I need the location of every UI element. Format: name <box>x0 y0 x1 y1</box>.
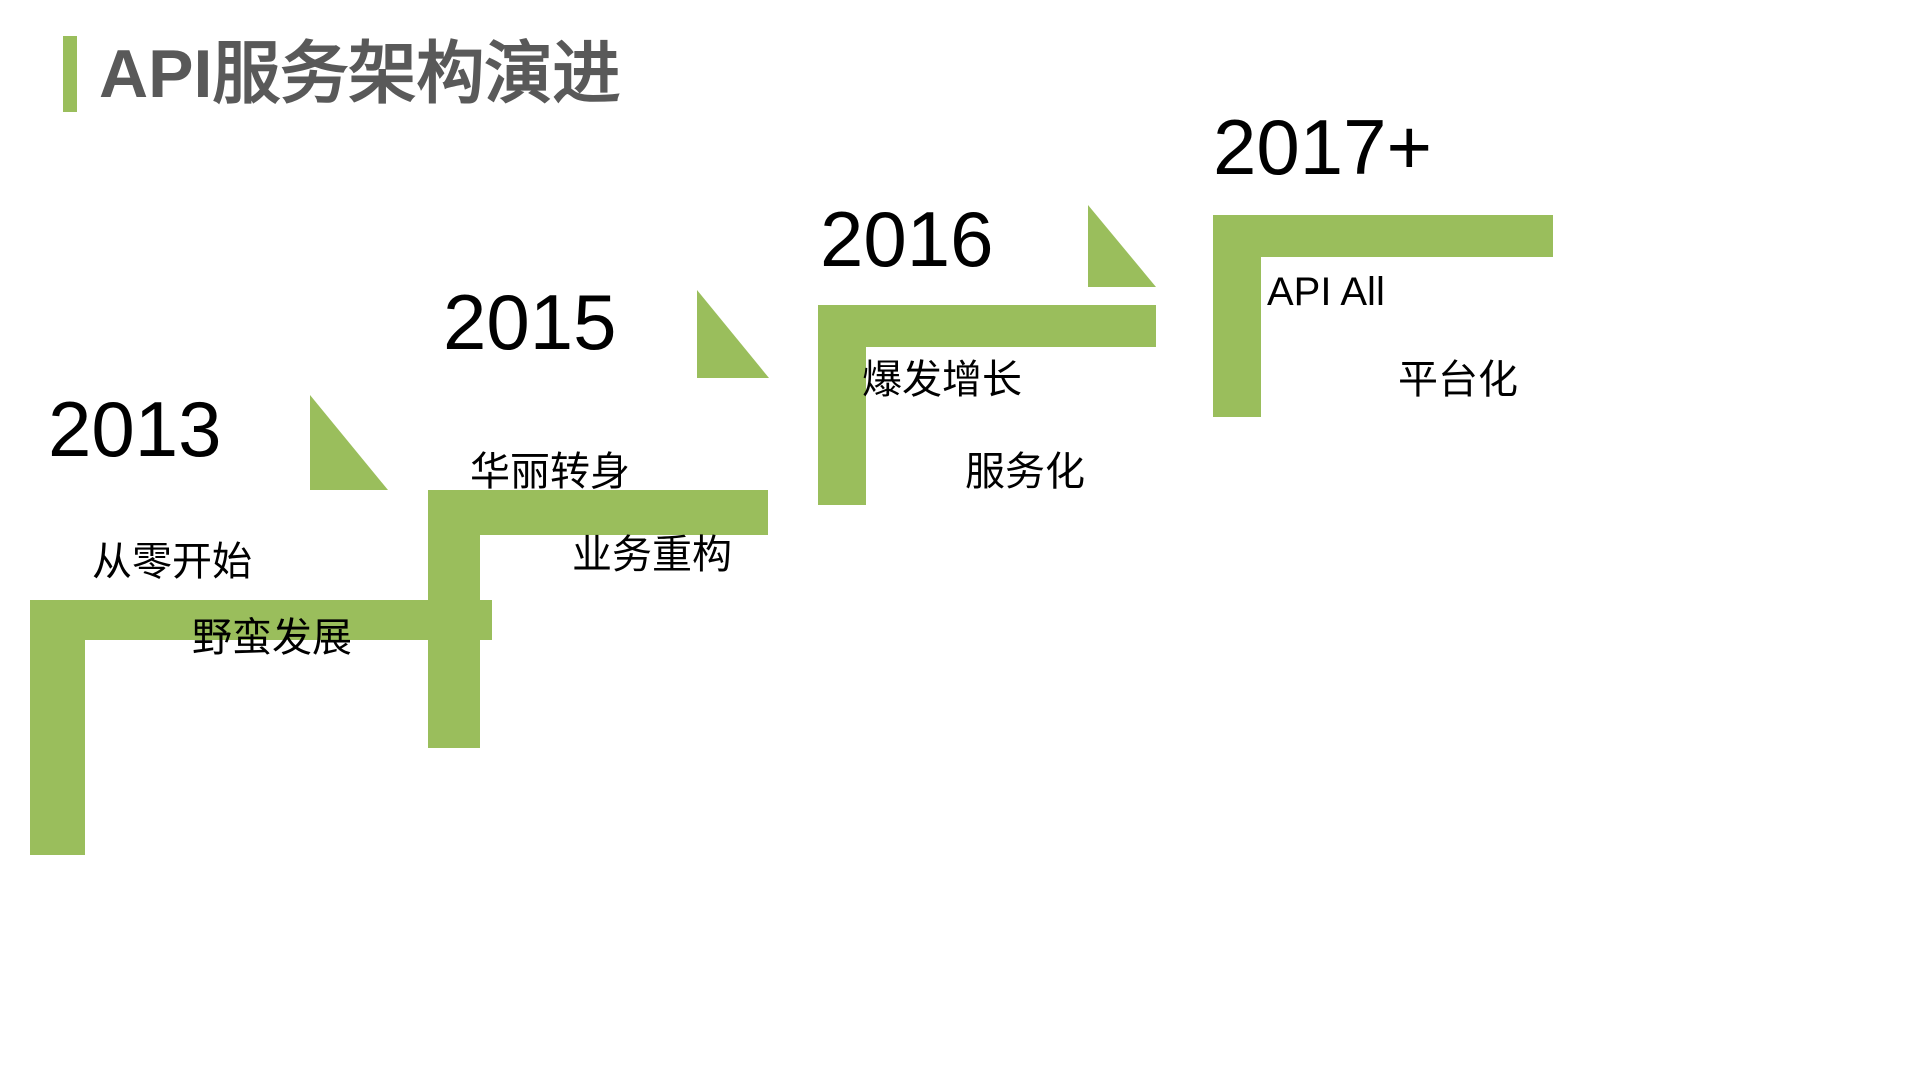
step-caption-secondary: 服务化 <box>965 450 1085 494</box>
step-caption-secondary: 野蛮发展 <box>192 616 352 660</box>
step-leg <box>428 490 480 748</box>
step-bar <box>428 490 768 535</box>
step-caption-primary: 爆发增长 <box>862 358 1022 402</box>
step-caption-primary: API All <box>1267 270 1385 314</box>
step-riser-triangle-icon <box>310 395 388 490</box>
title-accent-bar <box>63 36 77 112</box>
step-bar <box>1213 215 1553 257</box>
step-caption-primary: 华丽转身 <box>470 450 630 494</box>
step-year-label: 2013 <box>48 385 222 473</box>
step-leg <box>30 600 85 855</box>
step-riser-triangle-icon <box>697 290 769 378</box>
step-riser-triangle-icon <box>1088 205 1156 287</box>
step-caption-secondary: 平台化 <box>1398 358 1518 402</box>
step-bar <box>818 305 1156 347</box>
step-year-label: 2017+ <box>1213 103 1433 191</box>
step-leg <box>818 305 866 505</box>
step-caption-primary: 从零开始 <box>92 540 252 584</box>
step-leg <box>1213 215 1261 417</box>
page-title: API服务架构演进 <box>63 28 620 120</box>
step-year-label: 2016 <box>820 195 994 283</box>
step-caption-secondary: 业务重构 <box>572 533 732 577</box>
page-title-text: API服务架构演进 <box>99 36 621 112</box>
step-bar <box>30 600 492 640</box>
step-year-label: 2015 <box>443 278 617 366</box>
